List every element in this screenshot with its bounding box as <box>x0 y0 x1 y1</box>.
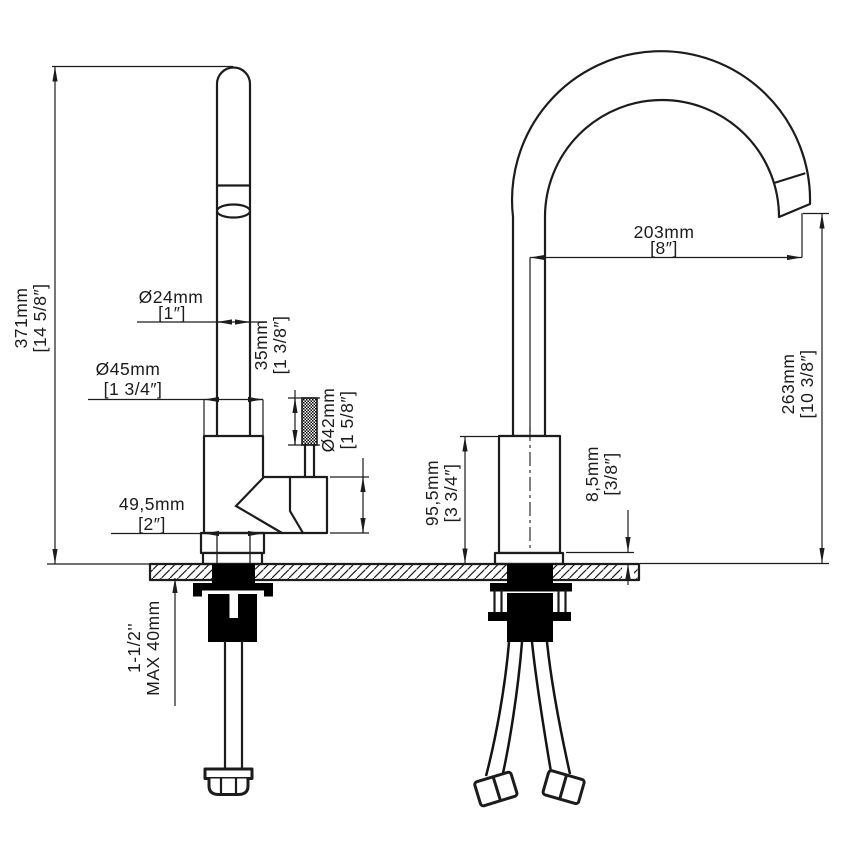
side-washer <box>490 583 572 592</box>
side-stud-lines <box>493 589 567 616</box>
dim-plate-thickness-mm: 8,5mm <box>582 446 602 502</box>
dim-body-diameter-mm: Ø45mm <box>96 359 161 379</box>
front-view <box>199 66 329 566</box>
dim-plate-thickness-in: [3/8″] <box>601 452 621 495</box>
dim-max-deck-line2: MAX 40mm <box>143 600 163 695</box>
dim-body-diameter-in: [1 3/4″] <box>104 379 163 399</box>
dim-plate-thickness: 8,5mm [3/8″] <box>566 446 634 585</box>
side-stud-foot-left <box>488 612 507 621</box>
side-mounting-hardware <box>473 564 586 808</box>
side-view <box>493 50 812 566</box>
handle-knurled-grip <box>301 397 318 446</box>
front-shank <box>212 564 255 583</box>
dim-total-height-in: [14 5/8″] <box>30 283 50 352</box>
dim-spout-diameter-in: [1″] <box>158 303 186 323</box>
front-swivel-ring <box>215 203 252 219</box>
dim-base-width: 49,5mm [2″] <box>111 494 263 537</box>
front-spout-column <box>215 66 252 436</box>
hex-nut <box>203 767 254 796</box>
dim-column-height-in: [3 3/4″] <box>441 464 461 523</box>
dim-spout-reach-in: [8″] <box>650 238 678 258</box>
front-washer-tab-left <box>193 590 202 597</box>
front-mounting-hardware <box>193 564 273 796</box>
dim-max-deck-thickness: 1-1/2'' MAX 40mm <box>124 578 178 706</box>
dim-max-deck-line1: 1-1/2'' <box>124 623 144 673</box>
dim-total-height: 371mm [14 5/8″] <box>11 65 233 565</box>
side-stud-foot-right <box>552 612 571 621</box>
gooseneck-spout <box>510 50 812 438</box>
dim-base-width-in: [2″] <box>138 514 166 534</box>
dim-grip-length: 35mm [1 3/8″] <box>251 316 320 446</box>
front-handle-joint-lines <box>234 475 305 535</box>
dim-handle-diameter-in: [1 5/8″] <box>337 391 357 450</box>
dim-column-height-mm: 95,5mm <box>422 460 442 526</box>
hose-fitting-left <box>473 770 519 808</box>
front-washer <box>193 583 273 591</box>
dim-grip-length-mm: 35mm <box>251 320 271 371</box>
dim-total-height-mm: 371mm <box>11 288 31 349</box>
dim-spout-diameter-mm: Ø24mm <box>139 287 204 307</box>
front-deck-plate <box>201 551 264 566</box>
dim-column-height: 95,5mm [3 3/4″] <box>422 435 499 564</box>
dim-handle-diameter-mm: Ø42mm <box>318 388 338 453</box>
dim-outlet-height-in: [10 3/8″] <box>797 349 817 418</box>
dim-outlet-height-mm: 263mm <box>778 354 798 415</box>
front-mounting-nut-slot <box>229 594 238 618</box>
side-mounting-block <box>507 593 553 642</box>
front-washer-tab-right <box>264 590 273 597</box>
dim-grip-length-in: [1 3/8″] <box>270 316 290 375</box>
dim-base-width-mm: 49,5mm <box>119 494 185 514</box>
dim-spout-reach-mm: 203mm <box>634 222 695 242</box>
dim-body-diameter: Ø45mm [1 3/4″] <box>88 359 264 436</box>
dim-outlet-height: 263mm [10 3/8″] <box>640 212 829 565</box>
front-body-base <box>202 434 329 535</box>
dim-spout-reach: 203mm [8″] <box>529 213 803 432</box>
dim-spout-diameter: Ø24mm [1″] <box>137 287 267 325</box>
aerator-joint-line <box>772 172 806 185</box>
hose-fitting-right <box>541 769 586 806</box>
supply-hoses <box>484 641 572 783</box>
front-base-flange <box>199 531 266 555</box>
dim-handle-diameter: Ø42mm [1 5/8″] <box>318 388 369 534</box>
front-shank-lines <box>216 534 251 563</box>
side-deck-plate <box>493 551 565 566</box>
countertop-outline <box>148 562 641 582</box>
